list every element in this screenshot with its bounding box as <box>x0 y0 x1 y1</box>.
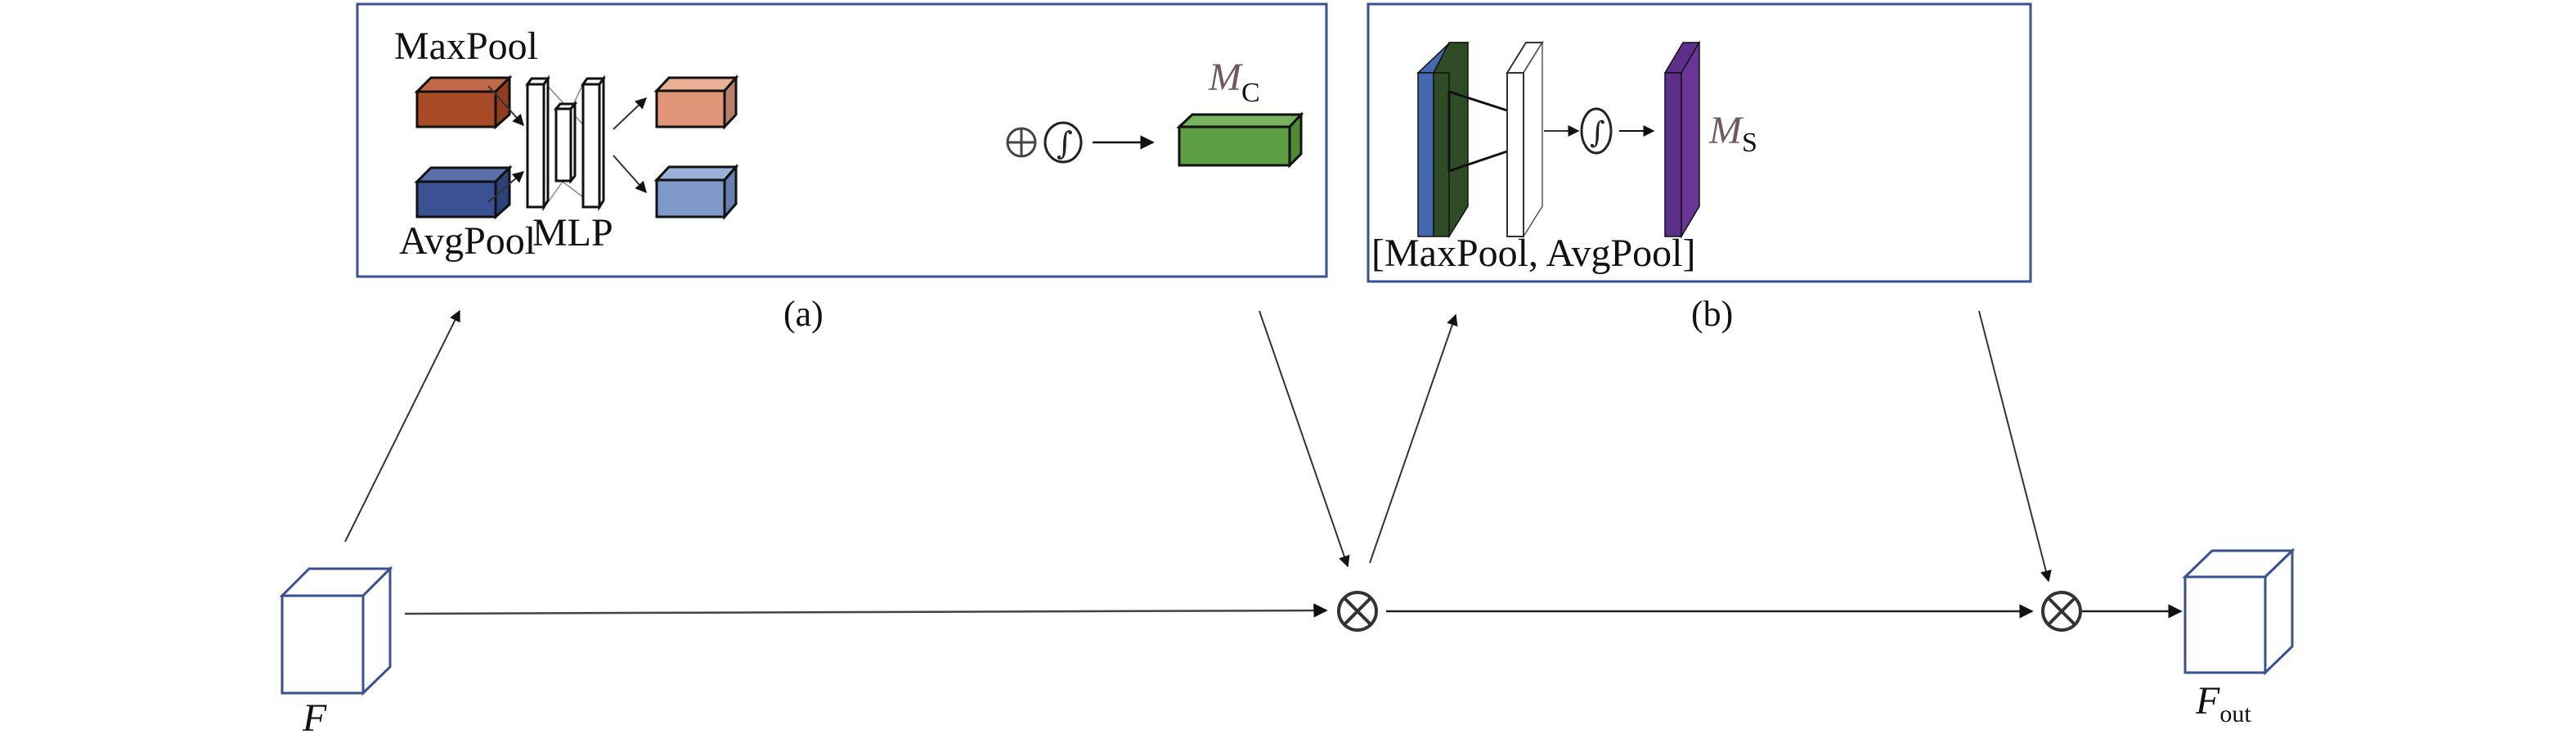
caption-b: (b) <box>1691 294 1733 334</box>
input-feature-cube <box>279 565 393 696</box>
maxpool-mlp-output-block <box>653 74 739 130</box>
panel-b-frame <box>1367 2 2032 283</box>
arrow-avgpool-to-mlp <box>487 171 525 203</box>
channel-attention-panel: MaxPool AvgPool <box>356 2 1328 278</box>
mlp-label: MLP <box>532 211 613 254</box>
output-feature-label: Fout <box>2195 679 2251 727</box>
panel-a-frame <box>356 2 1328 278</box>
sigmoid-icon: ∫ <box>1043 121 1083 164</box>
mlp-network <box>525 74 606 212</box>
maxpool-avgpool-concat-slabs <box>1416 42 1508 239</box>
svg-text:∫: ∫ <box>1590 116 1605 150</box>
maxpool-block <box>414 74 513 130</box>
sigmoid-icon-b: ∫ <box>1580 107 1613 155</box>
spatial-attention-map-slab <box>1663 40 1701 239</box>
svg-text:∫: ∫ <box>1057 125 1073 161</box>
arrow-multiply-1-to-spatial-attention <box>1369 313 1458 564</box>
avgpool-block <box>414 164 513 220</box>
avgpool-mlp-output-block <box>653 164 739 220</box>
arrow-mlp-to-avg-out <box>613 155 647 194</box>
output-feature-cube <box>2182 547 2296 676</box>
multiply-icon-2 <box>2041 591 2082 632</box>
avgpool-label: AvgPool <box>399 219 536 263</box>
arrow-input-to-channel-attention <box>344 309 460 543</box>
arrow-mlp-to-max-out <box>613 97 648 130</box>
input-feature-label: F <box>302 696 327 740</box>
conv-layer-slab <box>1506 40 1544 239</box>
concat-label: [MaxPool, AvgPool] <box>1371 232 1695 275</box>
caption-a: (a) <box>783 294 824 334</box>
ms-label: MS <box>1708 109 1757 158</box>
spatial-attention-panel: ∫ MS [MaxPool, AvgPool] <box>1367 2 2032 283</box>
maxpool-label: MaxPool <box>394 25 538 68</box>
channel-attention-map-block <box>1176 111 1304 169</box>
elementwise-add-icon <box>1006 127 1037 158</box>
arrow-mc-to-multiply-1 <box>1259 310 1350 568</box>
multiply-icon-1 <box>1337 591 1378 632</box>
arrow-input-to-multiply-1 <box>404 603 1328 618</box>
arrow-ms-to-multiply-2 <box>1978 310 2052 583</box>
mc-label: MC <box>1208 56 1260 108</box>
